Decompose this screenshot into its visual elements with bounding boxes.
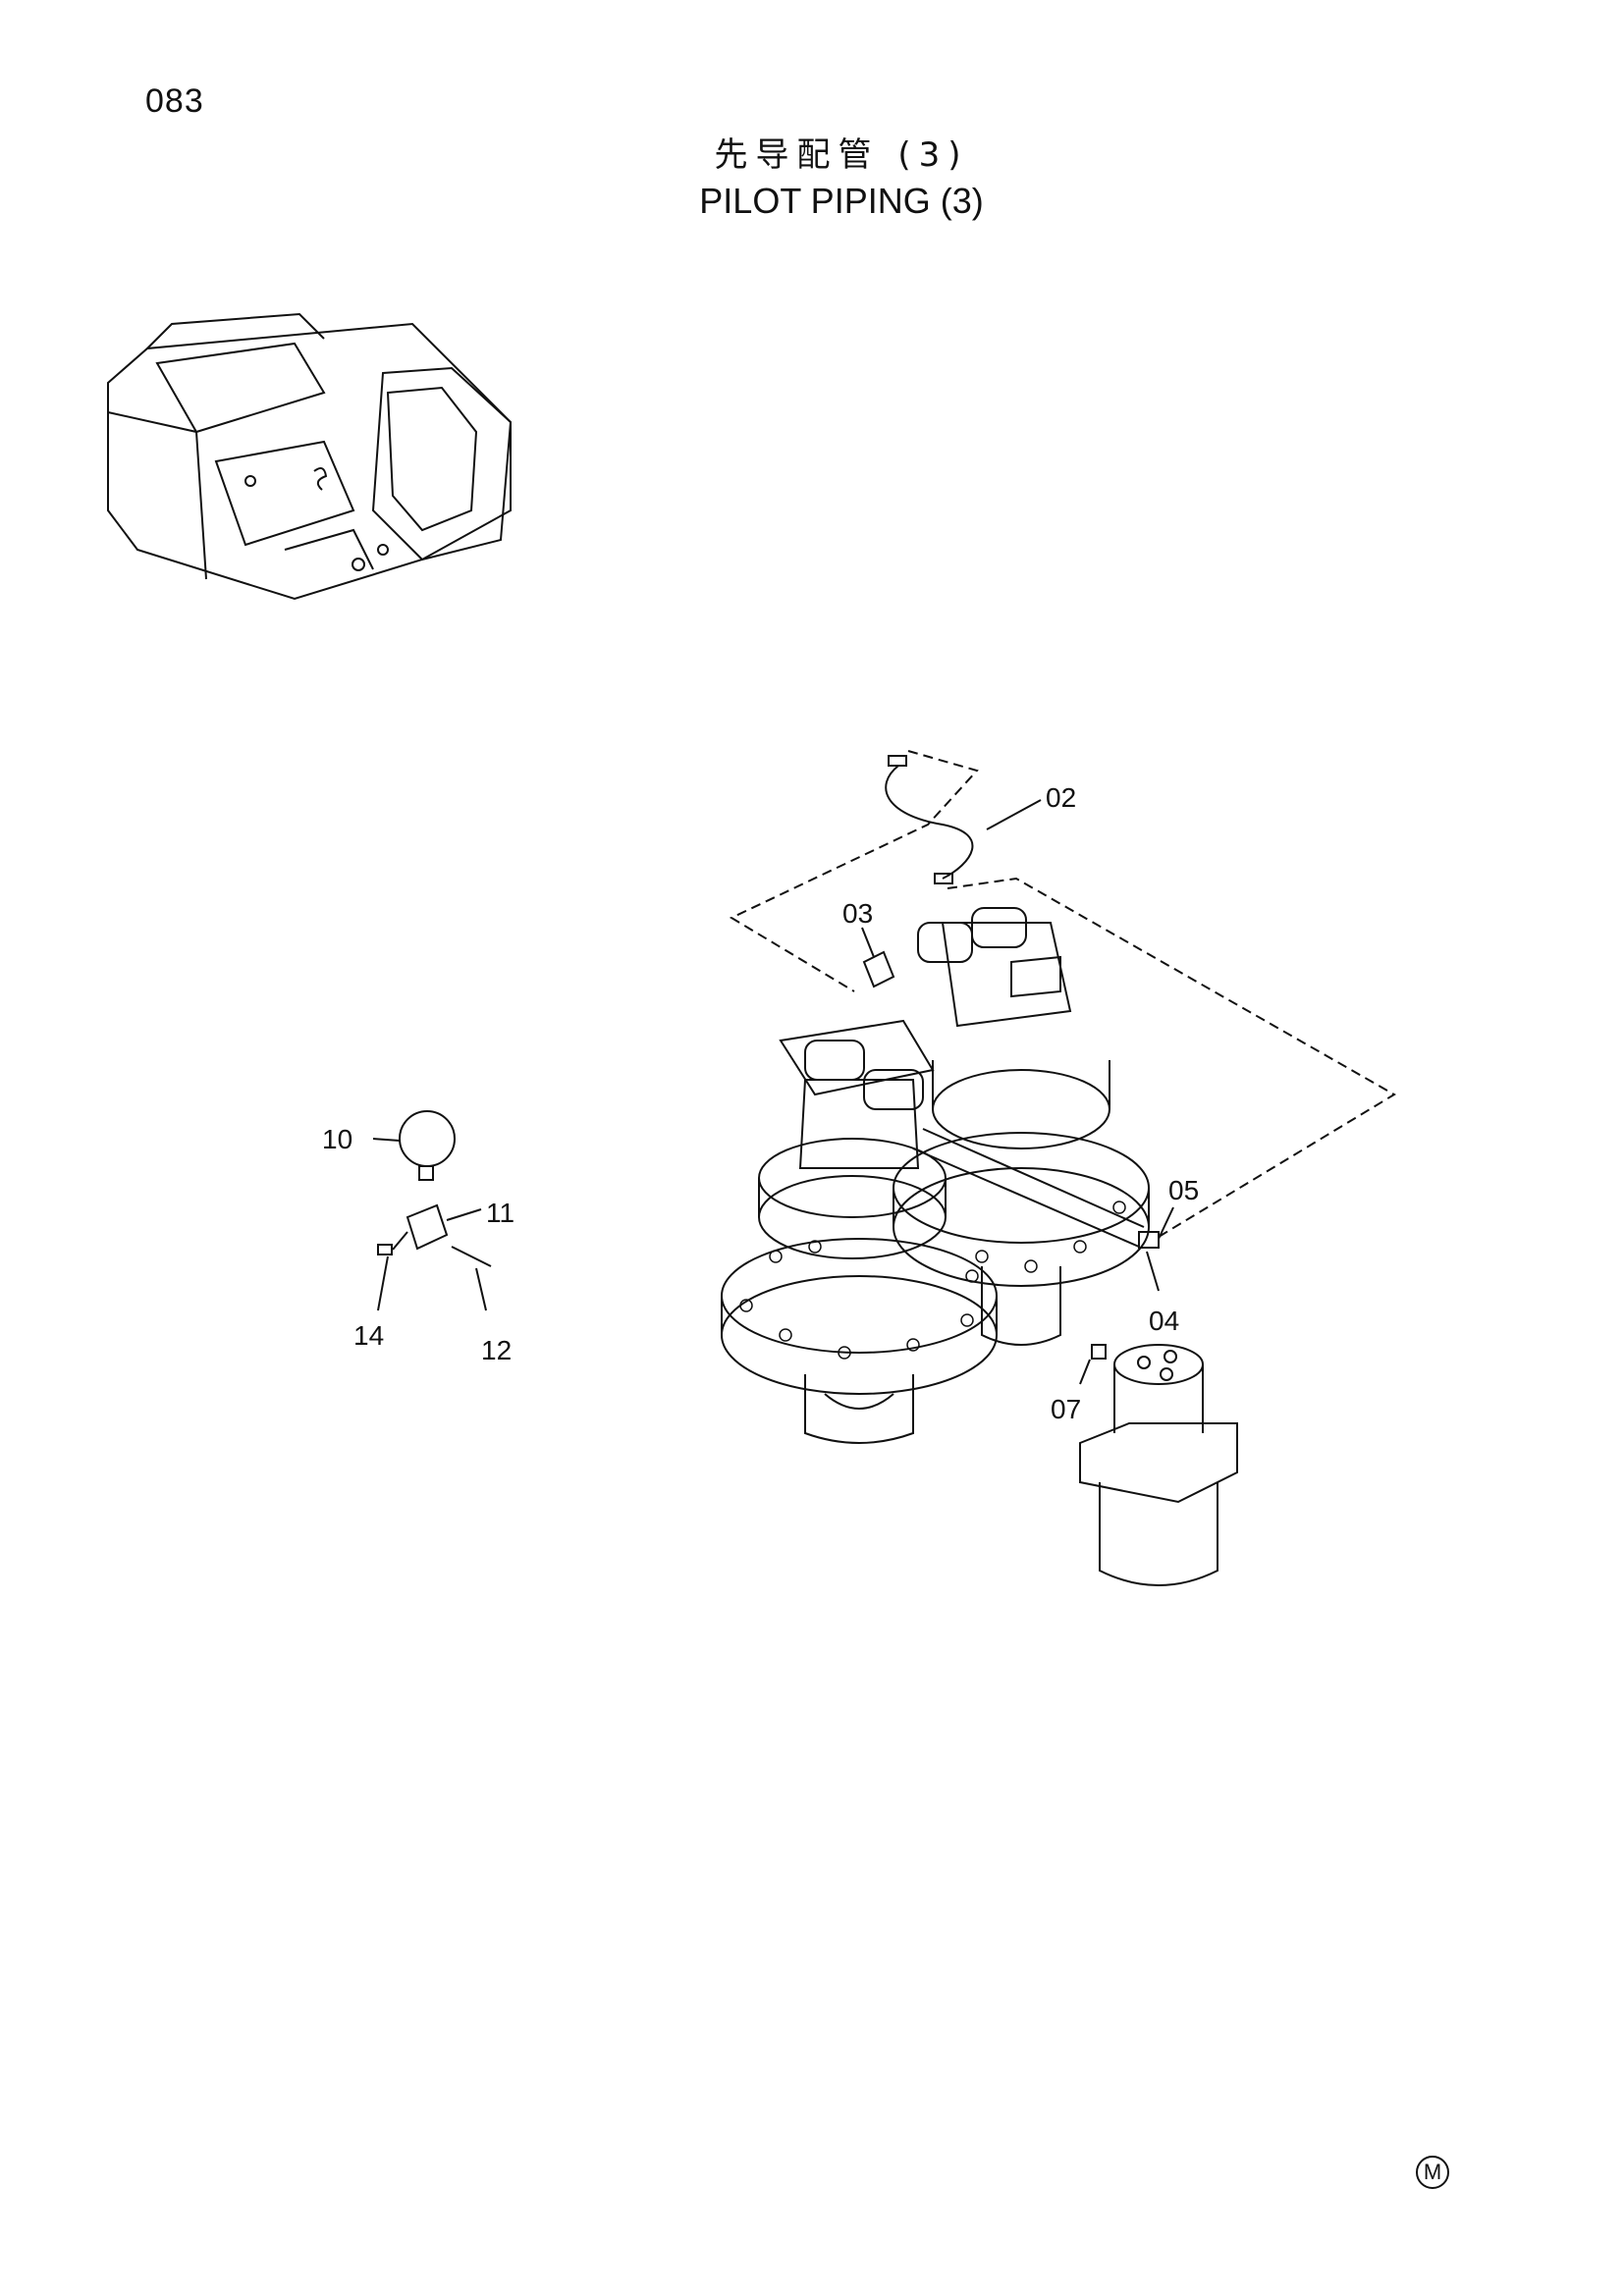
page-number: 083 [145,82,204,120]
callout-14: 14 [353,1320,384,1351]
callout-02: 02 [1046,782,1076,813]
title-english: PILOT PIPING (3) [699,181,984,221]
callout-03: 03 [842,898,873,929]
callout-05: 05 [1168,1175,1199,1205]
swing-motor-right [893,907,1150,1346]
manufacturer-mark: M [1416,2156,1449,2189]
fitting-03 [861,927,895,988]
callout-07: 07 [1051,1394,1081,1424]
fittings-05-04 [912,1128,1174,1292]
swing-motor-left [721,1019,998,1444]
accumulator-assembly [372,1110,492,1311]
callout-10: 10 [322,1124,352,1154]
title-japanese: 先导配管 (3) [714,135,969,175]
callout-11: 11 [486,1198,514,1228]
callout-04: 04 [1149,1306,1179,1336]
machine-overview [107,312,513,601]
callout-12: 12 [481,1335,512,1365]
center-joint [1079,1344,1238,1586]
pilot-hose [729,750,1396,1238]
